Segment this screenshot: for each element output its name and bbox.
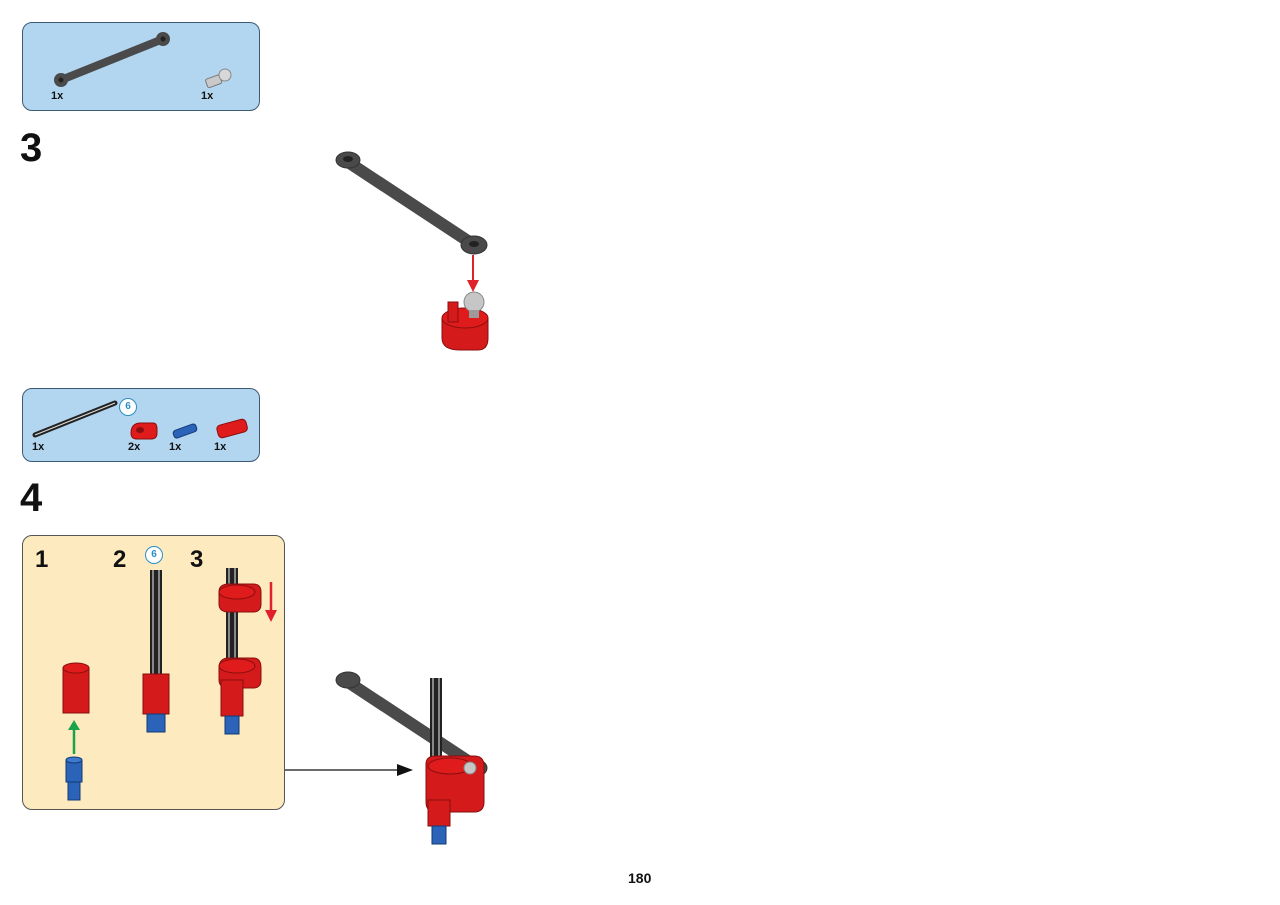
ball-pin-part-icon (205, 68, 232, 89)
substep-3-number: 3 (190, 546, 204, 573)
axle-length-badge: 6 (119, 398, 137, 416)
step3-illustration (335, 151, 489, 351)
callout-arrow (285, 764, 413, 776)
substep-2-number: 2 (113, 546, 127, 573)
red-connector-part-icon (130, 422, 158, 440)
axle-qty: 1x (32, 441, 45, 453)
step4-substep-box: 1 2 6 3 (22, 535, 285, 810)
beam-qty: 1x (51, 90, 64, 102)
red-bush-qty: 1x (214, 441, 227, 453)
blue-pin-part-icon (172, 423, 198, 439)
step4-illustration (335, 671, 488, 845)
page-number: 180 (628, 870, 652, 886)
substep-3-illustration (218, 568, 277, 735)
beam-part-icon (54, 32, 170, 87)
substep-2-illustration (142, 570, 170, 733)
substep-1-illustration (62, 662, 90, 801)
step3-parts-box: 1x 1x (22, 22, 260, 111)
substep-1-number: 1 (35, 546, 49, 573)
substep-2-length-badge: 6 (145, 546, 163, 564)
step-3-number: 3 (20, 126, 43, 170)
step-4-number: 4 (20, 476, 43, 520)
red-connector-qty: 2x (128, 441, 141, 453)
blue-pin-qty: 1x (169, 441, 182, 453)
ball-pin-qty: 1x (201, 90, 214, 102)
step4-parts-box: 6 1x 2x 1x 1x (22, 388, 260, 462)
red-bush-part-icon (216, 418, 248, 439)
axle-part-icon (32, 400, 118, 438)
